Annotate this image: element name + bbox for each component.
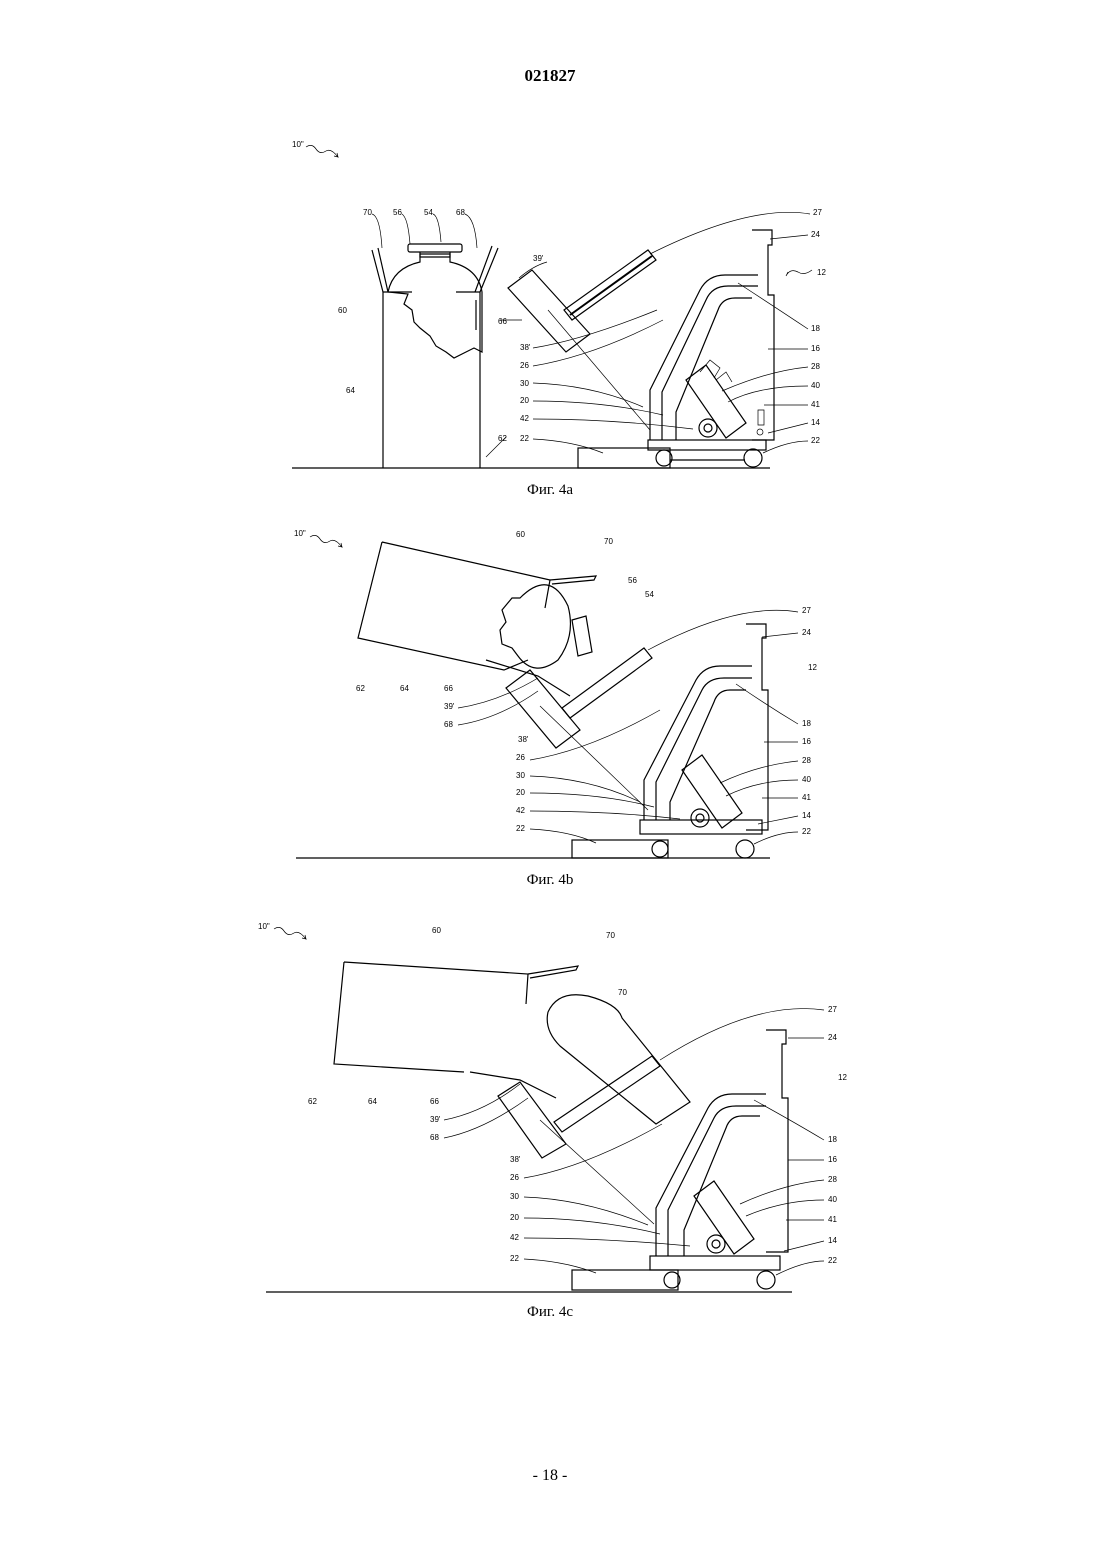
label-60: 60: [516, 530, 525, 539]
label-16: 16: [811, 344, 820, 353]
label-30: 30: [516, 771, 525, 780]
label-14: 14: [828, 1236, 837, 1245]
label-60: 60: [338, 306, 347, 315]
label-26: 26: [516, 753, 525, 762]
label-26: 26: [510, 1173, 519, 1182]
label-22: 22: [520, 434, 529, 443]
label-70-bottle: 70: [618, 988, 627, 997]
label-40: 40: [802, 775, 811, 784]
label-38: 38': [510, 1155, 521, 1164]
label-68: 68: [456, 208, 465, 217]
document-number: 021827: [0, 66, 1100, 86]
label-60: 60: [432, 926, 441, 935]
label-28: 28: [828, 1175, 837, 1184]
label-27: 27: [813, 208, 822, 217]
label-20: 20: [516, 788, 525, 797]
label-64: 64: [400, 684, 409, 693]
label-42: 42: [520, 414, 529, 423]
label-62: 62: [498, 434, 507, 443]
page-number: - 18 -: [0, 1467, 1100, 1485]
label-38: 38': [520, 343, 531, 352]
label-12: 12: [838, 1073, 847, 1082]
label-22: 22: [510, 1254, 519, 1263]
label-14: 14: [802, 811, 811, 820]
label-70: 70: [606, 931, 615, 940]
label-28: 28: [811, 362, 820, 371]
label-16: 16: [802, 737, 811, 746]
figure-4a: 10" 70 56 54 68 60 66 64 62 39' 38' 26 3…: [0, 130, 1100, 510]
label-42: 42: [516, 806, 525, 815]
label-24: 24: [802, 628, 811, 637]
label-56: 56: [393, 208, 402, 217]
label-66: 66: [430, 1097, 439, 1106]
label-56: 56: [628, 576, 637, 585]
label-39: 39': [533, 254, 544, 263]
figure-4b-drawing: 10" 60 70 56 54 62 64 66 39' 68 38' 26 3…: [0, 520, 1100, 900]
label-68: 68: [444, 720, 453, 729]
label-14: 14: [811, 418, 820, 427]
label-64: 64: [346, 386, 355, 395]
label-62: 62: [356, 684, 365, 693]
label-54: 54: [645, 590, 654, 599]
label-66: 66: [498, 317, 507, 326]
label-41: 41: [811, 400, 820, 409]
label-16: 16: [828, 1155, 837, 1164]
label-27: 27: [828, 1005, 837, 1014]
label-27: 27: [802, 606, 811, 615]
label-38: 38': [518, 735, 529, 744]
label-12: 12: [808, 663, 817, 672]
label-39: 39': [444, 702, 455, 711]
figure-4c-caption: Фиг. 4c: [0, 1304, 1100, 1321]
label-41: 41: [802, 793, 811, 802]
figure-4a-drawing: 10" 70 56 54 68 60 66 64 62 39' 38' 26 3…: [0, 130, 1100, 510]
figure-4a-caption: Фиг. 4a: [0, 482, 1100, 499]
label-26: 26: [520, 361, 529, 370]
label-22: 22: [516, 824, 525, 833]
label-20: 20: [520, 396, 529, 405]
label-70: 70: [604, 537, 613, 546]
label-66: 66: [444, 684, 453, 693]
label-62: 62: [308, 1097, 317, 1106]
label-39: 39': [430, 1115, 441, 1124]
label-22-right: 22: [828, 1256, 837, 1265]
label-18: 18: [811, 324, 820, 333]
figure-4c: 10" 60 70 70 62 64 66 39' 68 38' 26 30 2…: [0, 912, 1100, 1332]
label-54: 54: [424, 208, 433, 217]
label-10: 10": [292, 140, 304, 149]
label-40: 40: [828, 1195, 837, 1204]
label-64: 64: [368, 1097, 377, 1106]
label-18: 18: [802, 719, 811, 728]
label-22-right: 22: [802, 827, 811, 836]
label-24: 24: [828, 1033, 837, 1042]
label-20: 20: [510, 1213, 519, 1222]
label-70: 70: [363, 208, 372, 217]
label-40: 40: [811, 381, 820, 390]
figure-4b-caption: Фиг. 4b: [0, 872, 1100, 889]
label-28: 28: [802, 756, 811, 765]
label-24: 24: [811, 230, 820, 239]
label-30: 30: [520, 379, 529, 388]
label-10: 10": [294, 529, 306, 538]
label-42: 42: [510, 1233, 519, 1242]
label-10: 10": [258, 922, 270, 931]
figure-4b: 10" 60 70 56 54 62 64 66 39' 68 38' 26 3…: [0, 520, 1100, 900]
label-68: 68: [430, 1133, 439, 1142]
label-41: 41: [828, 1215, 837, 1224]
label-30: 30: [510, 1192, 519, 1201]
figure-4c-drawing: 10" 60 70 70 62 64 66 39' 68 38' 26 30 2…: [0, 912, 1100, 1332]
label-12: 12: [817, 268, 826, 277]
label-22-right: 22: [811, 436, 820, 445]
label-18: 18: [828, 1135, 837, 1144]
